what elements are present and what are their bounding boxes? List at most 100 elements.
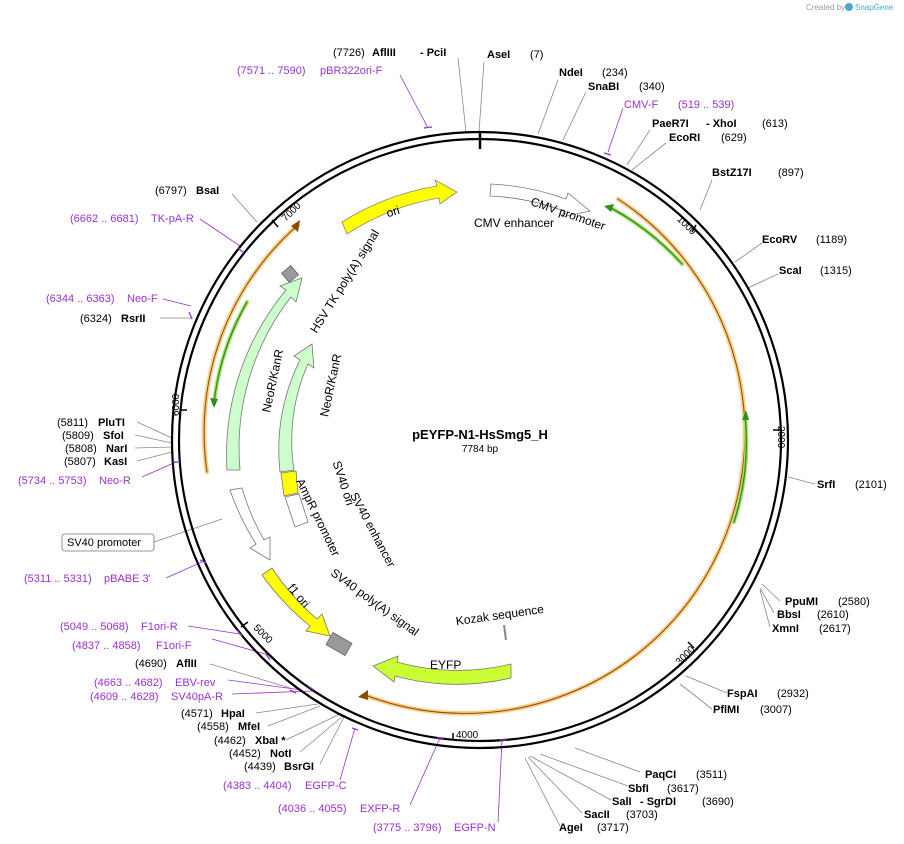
svg-text:SfoI: SfoI <box>103 430 124 442</box>
svg-text:EGFP-N: EGFP-N <box>454 822 496 834</box>
label-sali-sgrdi: SalI - SgrDI (3690) <box>612 796 734 808</box>
label-paqci: PaqCI (3511) <box>645 769 727 781</box>
svg-text:pBABE 3': pBABE 3' <box>104 573 151 585</box>
feature-neokanr-inner-label: NeoR/KanR <box>317 352 344 418</box>
label-bsai: (6797) BsaI <box>155 185 219 197</box>
svg-text:BsaI: BsaI <box>196 185 219 197</box>
orange-tracks <box>201 196 748 716</box>
label-asei: AseI (7) <box>487 49 543 61</box>
label-srfi: SrfI (2101) <box>817 479 887 491</box>
feature-ampr-promoter-arrow <box>229 487 271 561</box>
label-bbsi: BbsI (2610) <box>777 609 849 621</box>
svg-text:(3703): (3703) <box>626 809 658 821</box>
feature-sv40-polya-box <box>325 631 353 657</box>
svg-text:(340): (340) <box>639 81 665 93</box>
ruler-2000: 2000 <box>775 426 786 449</box>
svg-text:(6324): (6324) <box>80 313 112 325</box>
label-pluti: (5811) PluTI <box>57 417 125 429</box>
svg-text:TK-pA-R: TK-pA-R <box>151 213 194 225</box>
label-rsrii: (6324) RsrII <box>80 313 145 325</box>
svg-text:Neo-F: Neo-F <box>127 293 158 305</box>
svg-text:NarI: NarI <box>106 443 127 455</box>
svg-text:Neo-R: Neo-R <box>99 475 131 487</box>
svg-text:SalI: SalI <box>612 796 632 808</box>
feature-hsv-tk-polya-box <box>280 264 300 284</box>
primer-egfp-c: (4383 .. 4404) EGFP-C <box>223 780 347 792</box>
svg-text:(5311 .. 5331): (5311 .. 5331) <box>24 573 92 585</box>
svg-text:(2580): (2580) <box>838 596 870 608</box>
primer-leader-lines <box>141 74 624 823</box>
svg-text:F1ori-R: F1ori-R <box>141 621 178 633</box>
leader-lines <box>134 57 816 827</box>
svg-text:(3717): (3717) <box>597 822 629 834</box>
feature-sv40-enhancer-box <box>284 493 309 528</box>
label-ecori: EcoRI (629) <box>669 132 747 144</box>
svg-text:BstZ17I: BstZ17I <box>712 167 752 179</box>
svg-text:PaeR7I: PaeR7I <box>652 118 689 130</box>
svg-text:(4383 .. 4404): (4383 .. 4404) <box>223 780 292 792</box>
label-bsrgi: (4439) BsrGI <box>244 761 314 773</box>
primer-neo-r: (5734 .. 5753) Neo-R <box>18 475 131 487</box>
svg-text:(4036 .. 4055): (4036 .. 4055) <box>278 803 347 815</box>
svg-text:(519 .. 539): (519 .. 539) <box>678 99 734 111</box>
ruler-4000: 4000 <box>456 730 479 741</box>
label-noti: (4452) NotI <box>229 748 291 760</box>
svg-text:NotI: NotI <box>270 748 291 760</box>
svg-text:(4462): (4462) <box>214 735 246 747</box>
svg-text:MfeI: MfeI <box>238 721 260 733</box>
svg-text:(3511): (3511) <box>696 769 727 781</box>
label-sacii: SacII (3703) <box>584 809 658 821</box>
credit-brand: SnapGene <box>855 3 894 12</box>
feature-kozak-mark <box>503 624 507 641</box>
svg-text:(4452): (4452) <box>229 748 261 760</box>
svg-text:EXFP-R: EXFP-R <box>360 803 400 815</box>
feature-cmv-arrow <box>489 183 591 218</box>
svg-text:F1ori-F: F1ori-F <box>156 640 192 652</box>
label-xbai: (4462) XbaI * <box>214 735 286 747</box>
snapgene-logo-icon <box>845 3 853 11</box>
primer-ebv-rev: (4663 .. 4682) EBV-rev <box>94 677 216 689</box>
svg-text:- XhoI: - XhoI <box>706 118 737 130</box>
svg-text:(5811): (5811) <box>57 417 88 429</box>
svg-text:(629): (629) <box>721 132 747 144</box>
svg-text:(2617): (2617) <box>819 623 851 635</box>
orange-track-arrowhead-1 <box>358 690 368 700</box>
svg-text:(2101): (2101) <box>855 479 887 491</box>
feature-sv40-promoter-label: SV40 promoter <box>67 537 141 549</box>
svg-text:(897): (897) <box>778 167 804 179</box>
primer-f1ori-f: (4837 .. 4858) F1ori-F <box>72 640 192 652</box>
svg-text:(4571): (4571) <box>181 708 213 720</box>
label-fspai: FspAI (2932) <box>727 688 809 700</box>
primer-sv40pa-r: (4609 .. 4628) SV40pA-R <box>90 691 223 703</box>
feature-neokanr-outer-arrow <box>226 277 303 471</box>
svg-text:(5807): (5807) <box>64 456 96 468</box>
svg-text:SnaBI: SnaBI <box>588 81 619 93</box>
label-ecorv: EcoRV (1189) <box>762 234 847 246</box>
primer-neo-f: (6344 .. 6363) Neo-F <box>46 293 158 305</box>
svg-text:(7571 .. 7590): (7571 .. 7590) <box>237 65 306 77</box>
svg-text:PaqCI: PaqCI <box>645 769 676 781</box>
svg-text:AflII: AflII <box>176 658 197 670</box>
svg-text:(3690): (3690) <box>702 796 734 808</box>
label-kasi: (5807) KasI <box>64 456 127 468</box>
svg-text:(4439): (4439) <box>244 761 276 773</box>
svg-text:NdeI: NdeI <box>559 67 583 79</box>
feature-sv40-polya-label: SV40 poly(A) signal <box>328 566 421 639</box>
feature-f1-ori-arrow <box>261 567 331 637</box>
ruler-6000: 6000 <box>171 393 182 416</box>
label-sbfi: SbfI (3617) <box>628 783 699 795</box>
credit-text: Created by <box>806 3 845 12</box>
label-hpai: (4571) HpaI <box>181 708 245 720</box>
svg-text:EBV-rev: EBV-rev <box>175 677 216 689</box>
feature-sv40-ori-box <box>280 470 299 497</box>
svg-text:AgeI: AgeI <box>559 822 583 834</box>
svg-text:(4609 .. 4628): (4609 .. 4628) <box>90 691 159 703</box>
svg-text:(4558): (4558) <box>197 721 229 733</box>
feature-neokanr-inner-arrow <box>278 343 315 473</box>
svg-text:- PciI: - PciI <box>420 47 446 59</box>
svg-text:SbfI: SbfI <box>628 783 649 795</box>
svg-text:(3007): (3007) <box>760 704 792 716</box>
green-arrows <box>212 206 749 524</box>
